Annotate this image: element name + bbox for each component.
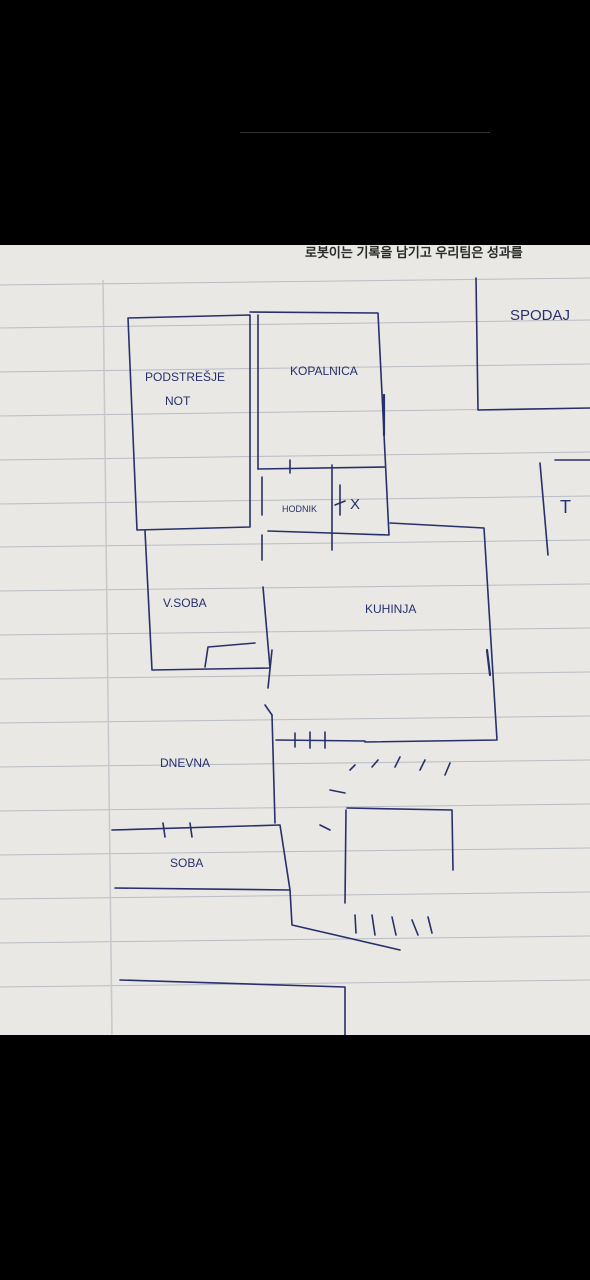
margin-line — [102, 279, 113, 1035]
label-t: T — [560, 497, 571, 517]
label-podstresje: PODSTREŠJE — [145, 369, 225, 384]
label-spodaj: SPODAJ — [510, 307, 570, 324]
label-vsoba: V.SOBA — [163, 596, 207, 610]
sketch-labels: PODSTREŠJE NOT KOPALNICA HODNIK X V.SOBA… — [145, 307, 571, 870]
label-soba: SOBA — [170, 856, 203, 870]
header-print: 로봇이는 기록을 남기고 우리팀은 성과를 — [305, 245, 523, 260]
label-hodnik: HODNIK — [282, 504, 317, 514]
label-dnevna: DNEVNA — [160, 756, 210, 770]
top-black-bar — [0, 0, 590, 245]
label-kuhinja: KUHINJA — [365, 602, 416, 616]
box-t — [539, 462, 549, 556]
top-underline — [240, 132, 490, 133]
room-vsoba — [144, 530, 271, 671]
floor-plan-sketch — [111, 277, 590, 1035]
room-soba — [111, 824, 291, 891]
box-spodaj — [475, 277, 590, 411]
label-x: X — [350, 496, 360, 513]
room-hodnik — [267, 530, 331, 534]
room-podstresje — [127, 314, 251, 531]
stairs — [344, 809, 347, 904]
label-not: NOT — [165, 394, 191, 408]
ruled-lines — [0, 277, 590, 988]
notebook-photo: 로봇이는 기록을 남기고 우리팀은 성과를 — [0, 245, 590, 1035]
label-kopalnica: KOPALNICA — [290, 364, 358, 378]
room-dnevna — [271, 714, 276, 824]
bottom-black-bar — [0, 1035, 590, 1280]
top-caption — [240, 92, 495, 112]
room-kuhinja — [364, 522, 498, 743]
